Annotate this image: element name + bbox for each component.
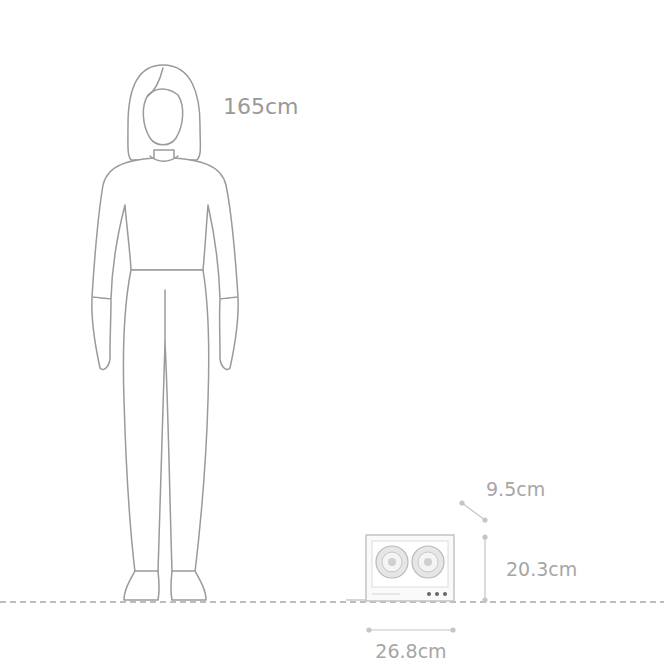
dimension-dot: [483, 598, 487, 602]
legs: [123, 270, 208, 572]
speaker-illustration: [346, 535, 454, 601]
dimension-dot: [483, 535, 487, 539]
cable: [346, 599, 366, 601]
driver-cap: [388, 558, 396, 566]
height-label: 165cm: [223, 95, 299, 119]
speaker-housing: [366, 535, 454, 601]
hair: [128, 65, 201, 160]
control-knob: [443, 592, 447, 596]
ground-line: [0, 601, 664, 602]
control-knob: [435, 592, 439, 596]
right-hand: [220, 298, 239, 370]
logo-mark: [372, 594, 400, 595]
dimension-label: 9.5cm: [486, 479, 545, 500]
left-hand: [92, 298, 111, 370]
dimension-lines: [367, 501, 487, 632]
driver-cone: [382, 552, 402, 572]
height-line: [484, 537, 485, 600]
driver: [412, 546, 444, 578]
dimension-dot: [483, 518, 487, 522]
dimension-label: 20.3cm: [506, 559, 577, 580]
depth-line: [462, 503, 485, 520]
driver: [376, 546, 408, 578]
driver-cone: [418, 552, 438, 572]
width-line: [369, 629, 453, 630]
dimension-dot: [460, 501, 464, 505]
control-knob: [427, 592, 431, 596]
collar: [150, 156, 178, 161]
left-foot: [124, 571, 159, 600]
face: [143, 89, 182, 145]
right-foot: [171, 571, 206, 600]
driver-cap: [424, 558, 432, 566]
hair-part: [148, 68, 163, 96]
dimension-label: 26.8cm: [375, 641, 446, 662]
speaker-panel: [372, 541, 448, 587]
dimension-dot: [451, 628, 455, 632]
woman-figure: [92, 65, 238, 600]
leg-seam: [164, 290, 166, 342]
dimension-dot: [367, 628, 371, 632]
